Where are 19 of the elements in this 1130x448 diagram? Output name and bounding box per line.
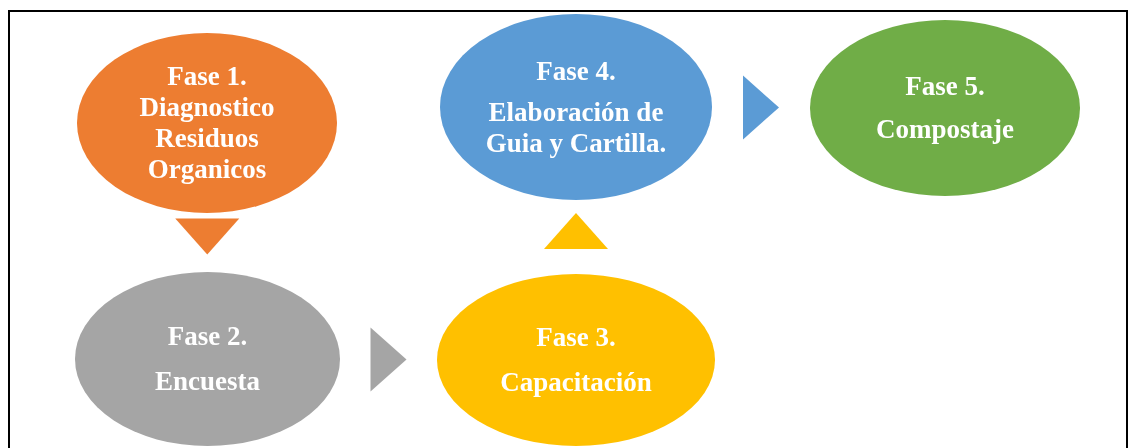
chevron-arrow xyxy=(544,213,608,249)
phase-title: Fase 1. xyxy=(167,61,247,92)
phase-ellipse xyxy=(77,33,337,213)
phase-description: Diagnostico Residuos Organicos xyxy=(138,92,276,185)
phase-description: Capacitación xyxy=(500,367,652,398)
chevron-arrow xyxy=(370,327,407,392)
phase-description: Compostaje xyxy=(876,114,1014,145)
chevron-arrow xyxy=(743,75,779,140)
phase-ellipse xyxy=(75,272,340,446)
phase-ellipse xyxy=(440,14,712,200)
phase-title: Fase 4. xyxy=(536,55,616,87)
phase-title: Fase 3. xyxy=(536,322,616,353)
phase-ellipse xyxy=(437,274,715,446)
phase-description: Encuesta xyxy=(155,366,260,397)
phase-description: Elaboración de Guia y Cartilla. xyxy=(484,96,668,159)
phase-title: Fase 5. xyxy=(905,71,985,102)
chevron-arrow xyxy=(175,218,240,255)
phase-ellipse xyxy=(810,20,1080,196)
phase-title: Fase 2. xyxy=(167,321,248,352)
